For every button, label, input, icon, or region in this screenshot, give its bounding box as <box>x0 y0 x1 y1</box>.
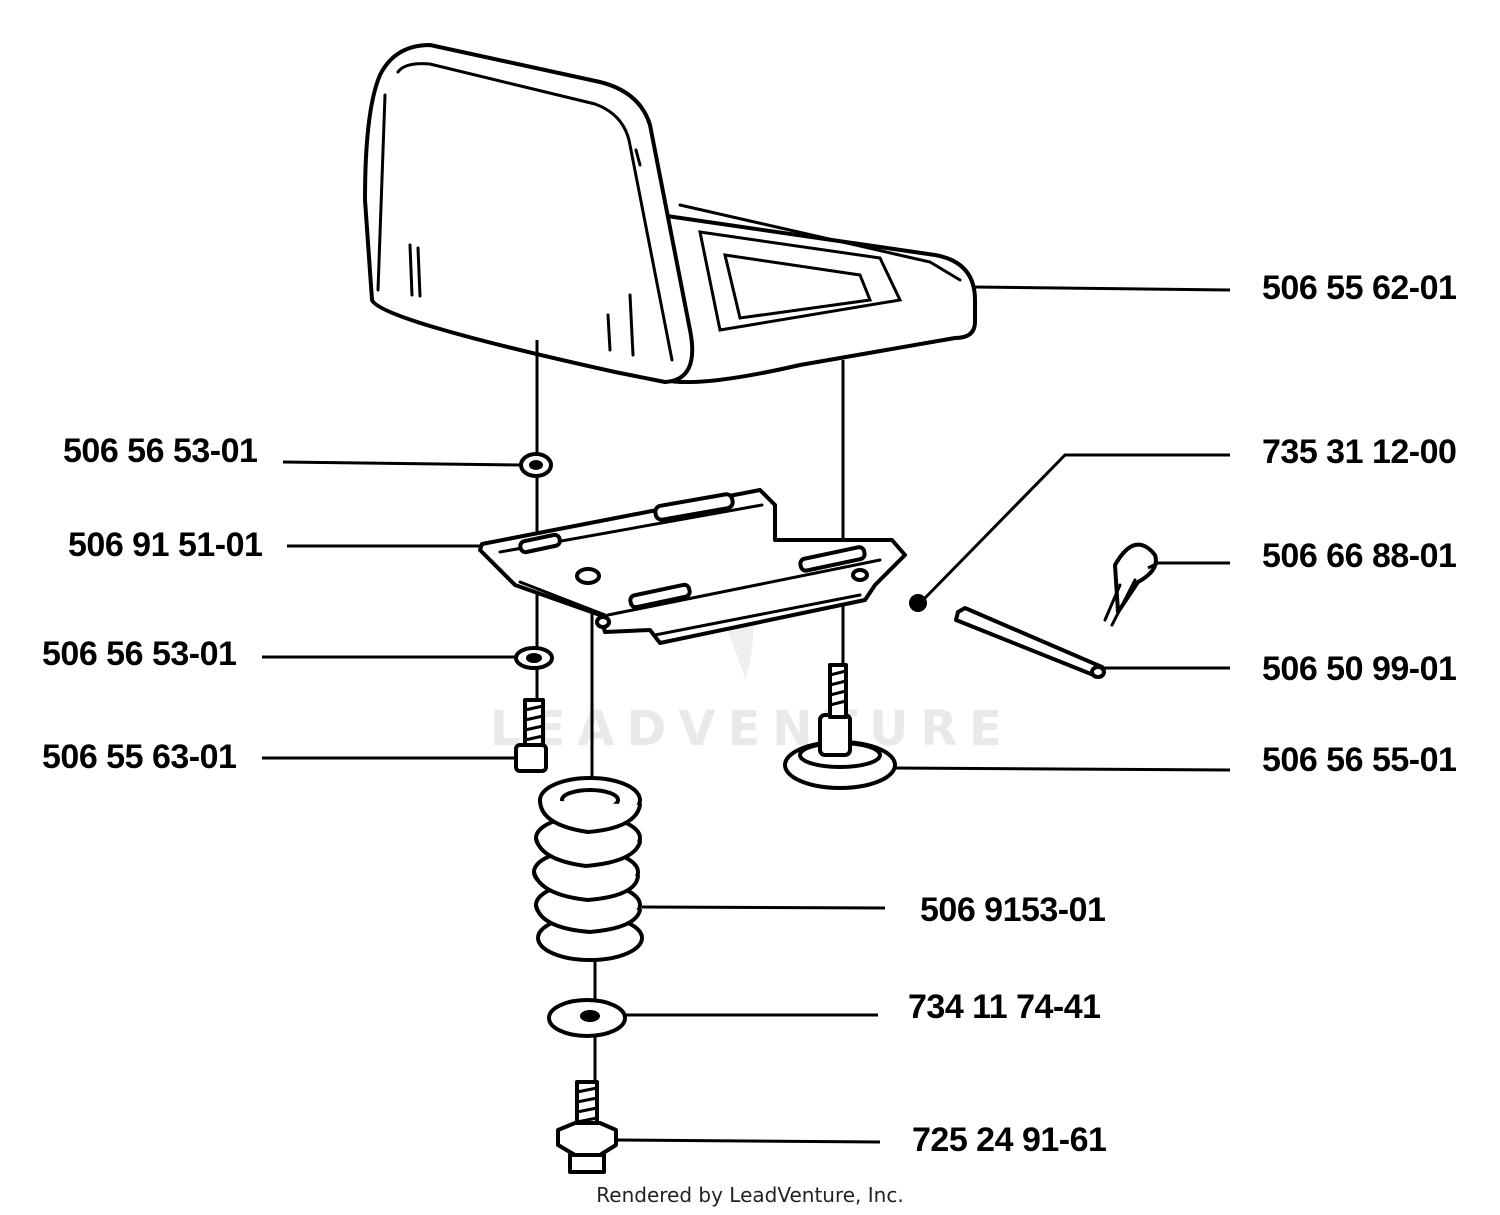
rubber-bushing-upper-illustration[interactable] <box>519 452 553 478</box>
label-hair-pin[interactable]: 506 66 88-01 <box>1262 537 1457 575</box>
footer-credit: Rendered by LeadVenture, Inc. <box>596 1183 903 1207</box>
seat-illustration[interactable] <box>363 43 977 385</box>
rubber-bushing-lower-illustration[interactable] <box>514 646 554 670</box>
label-washer[interactable]: 734 11 74-41 <box>908 988 1101 1026</box>
label-seat-bracket[interactable]: 506 91 51-01 <box>68 526 263 564</box>
label-rubber-bushing-upper[interactable]: 506 56 53-01 <box>63 432 258 470</box>
label-adjusting-knob[interactable]: 506 56 55-01 <box>1262 741 1457 779</box>
hair-pin-illustration[interactable] <box>1103 542 1158 627</box>
spring-illustration[interactable] <box>532 776 644 962</box>
part-labels: 506 55 62-01 506 56 53-01 506 91 51-01 5… <box>42 269 1457 1159</box>
label-screw[interactable]: 725 24 91-61 <box>912 1121 1107 1159</box>
leader-lines <box>262 285 1231 1144</box>
assembly-lines <box>535 340 845 1085</box>
seat-bracket-illustration[interactable] <box>478 488 907 645</box>
clip-illustration[interactable] <box>909 594 927 612</box>
label-seat[interactable]: 506 55 62-01 <box>1262 269 1457 307</box>
label-clip[interactable]: 735 31 12-00 <box>1262 433 1457 471</box>
watermark-text: LEADVENTURE <box>490 701 1014 757</box>
label-rubber-bushing-lower[interactable]: 506 56 53-01 <box>42 635 237 673</box>
label-pin[interactable]: 506 50 99-01 <box>1262 650 1457 688</box>
pin-illustration[interactable] <box>954 606 1106 679</box>
adjusting-knob-illustration[interactable] <box>783 663 897 790</box>
washer-illustration[interactable] <box>547 998 627 1038</box>
label-spring[interactable]: 506 9153-01 <box>920 891 1106 929</box>
screw-illustration[interactable] <box>556 1080 618 1174</box>
label-bolt[interactable]: 506 55 63-01 <box>42 738 237 776</box>
